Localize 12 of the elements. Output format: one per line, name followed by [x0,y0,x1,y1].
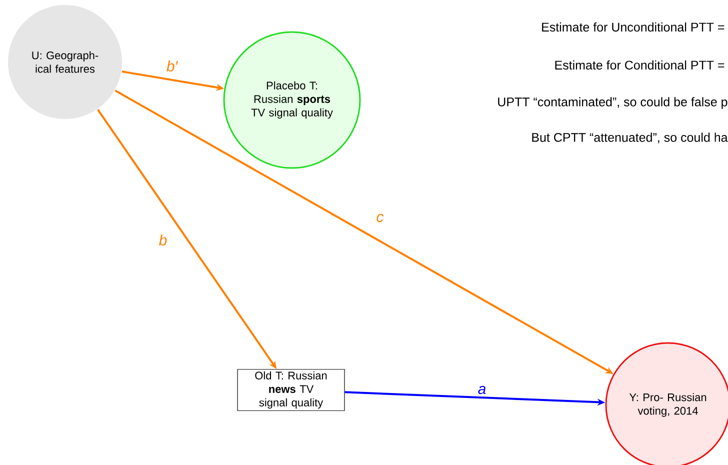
note-text: Estimate for Unconditional PTT = [542,22,724,32]
circle-node: Placebo T: Russian sports TV signal quality [223,31,361,169]
edge-label: b [159,234,167,246]
process-box: Old T: Russian news TV signal quality [237,369,345,411]
note-text: But CPTT “attenuated”, so could ha [532,132,728,144]
note-text: Estimate for Conditional PTT = [555,60,724,70]
circle-node: U: Geograph- ical features [8,5,122,119]
edge-label: a [478,386,486,394]
note-text: UPTT “contaminated”, so could be false p [498,97,728,109]
edge-label: c [376,214,384,222]
circle-node: Y: Pro- Russian voting, 2014 [605,342,728,465]
edge-label: b′ [166,60,178,72]
